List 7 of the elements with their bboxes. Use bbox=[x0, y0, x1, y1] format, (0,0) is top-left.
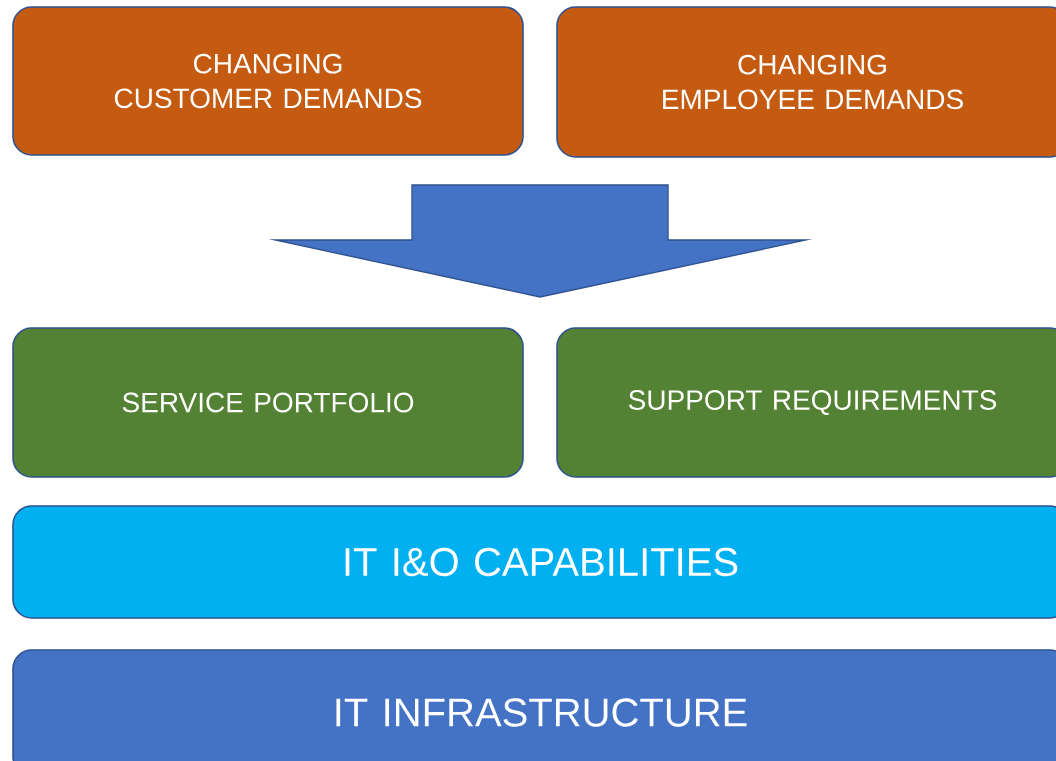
infrastructure-band: IT INFRASTRUCTURE bbox=[12, 649, 1056, 761]
portfolio-box: SERVICE PORTFOLIO bbox=[12, 327, 524, 478]
demand-box: CHANGING CUSTOMER DEMANDS bbox=[12, 6, 524, 156]
capability-band: IT I&O CAPABILITIES bbox=[12, 505, 1056, 619]
block-arrow bbox=[268, 184, 813, 298]
requirements-box: SUPPORT REQUIREMENTS bbox=[556, 327, 1056, 478]
demand-box: CHANGING EMPLOYEE DEMANDS bbox=[556, 6, 1056, 158]
